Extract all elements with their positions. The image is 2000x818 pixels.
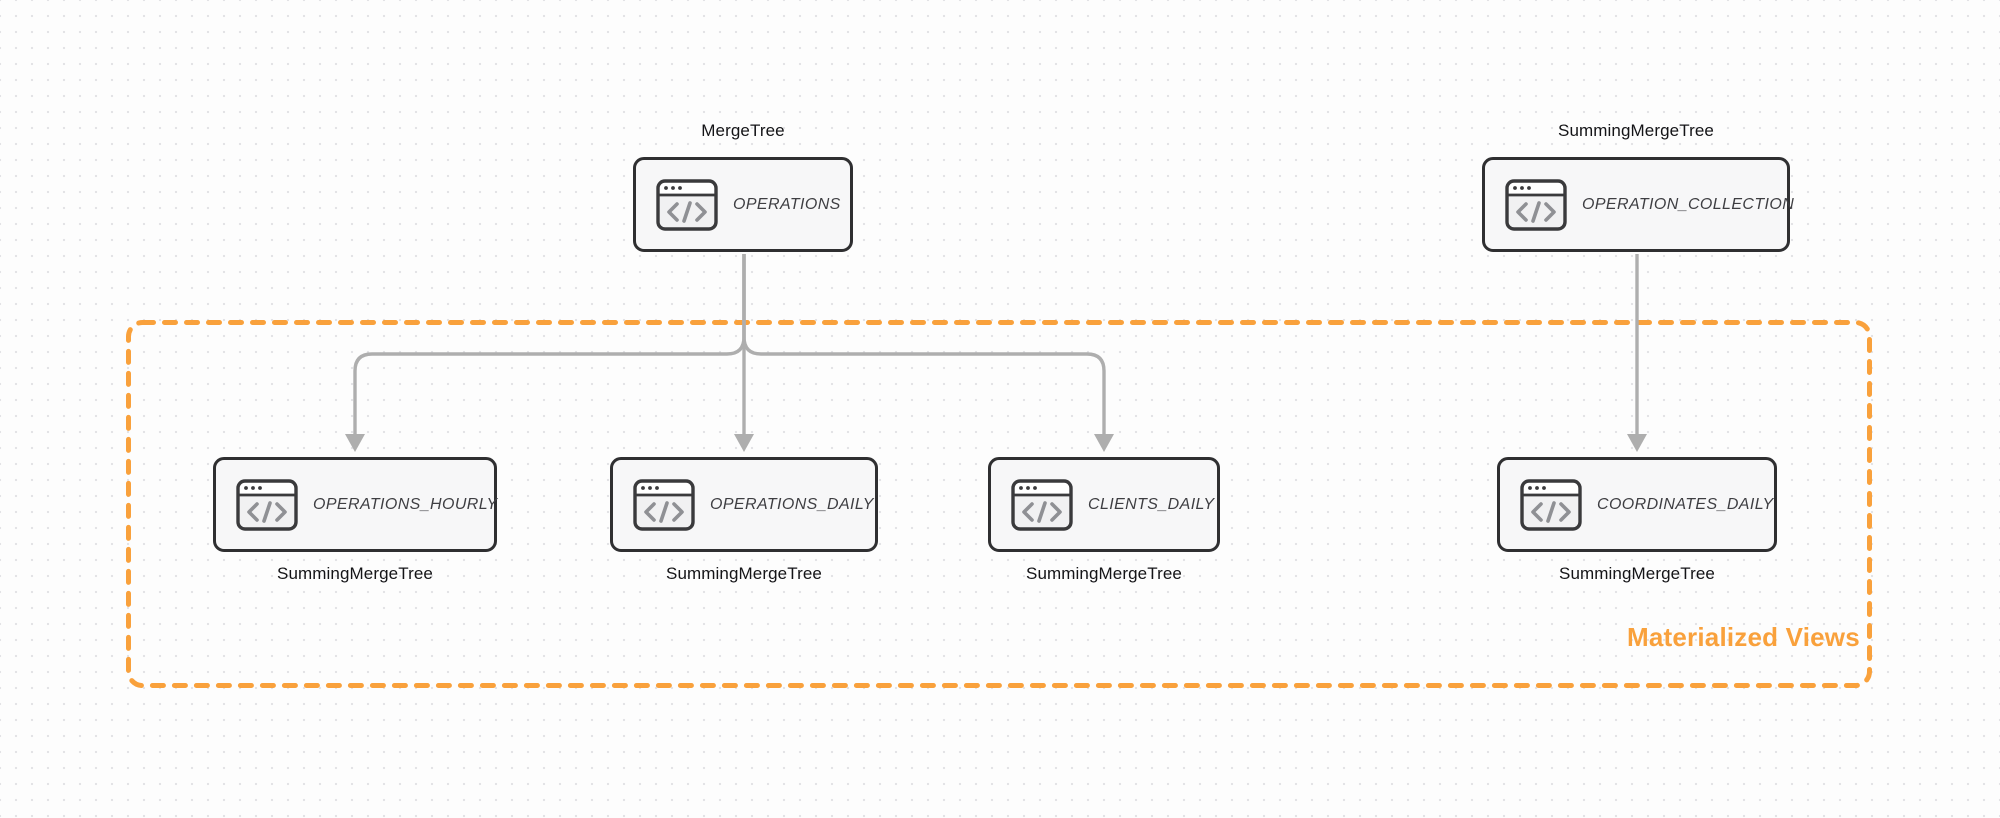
node-operations-box[interactable]: OPERATIONS xyxy=(633,157,853,252)
edge-operations-to-clients-daily xyxy=(742,254,1106,436)
code-window-icon xyxy=(633,478,695,531)
table-name-label: OPERATION_COLLECTION xyxy=(1582,195,1795,213)
node-clients-daily-box[interactable]: CLIENTS_DAILY xyxy=(988,457,1220,552)
table-name-label: OPERATIONS xyxy=(733,195,841,213)
engine-type-label: SummingMergeTree xyxy=(1559,564,1715,583)
engine-type-label: SummingMergeTree xyxy=(277,564,433,583)
node-operation-collection: SummingMergeTree OPERATION_COLLECTION xyxy=(1482,121,1794,252)
node-coordinates-daily: SummingMergeTree COORDINATES_DAILY xyxy=(1497,457,1777,583)
arrowhead-operations-hourly xyxy=(345,434,365,452)
table-name-label: CLIENTS_DAILY xyxy=(1088,495,1215,513)
engine-type-label: MergeTree xyxy=(701,121,785,140)
arrowhead-operations-daily xyxy=(734,434,754,452)
table-name-label: COORDINATES_DAILY xyxy=(1597,495,1774,513)
table-name-label: OPERATIONS_HOURLY xyxy=(313,495,498,513)
code-window-icon xyxy=(1520,478,1582,531)
node-operation-collection-box[interactable]: OPERATION_COLLECTION xyxy=(1482,157,1794,252)
arrowhead-coordinates-daily xyxy=(1627,434,1647,452)
node-operations-daily-box[interactable]: OPERATIONS_DAILY xyxy=(610,457,878,552)
node-operations: MergeTree OPERATIONS xyxy=(633,121,853,252)
arrowhead-clients-daily xyxy=(1094,434,1114,452)
node-operations-hourly-box[interactable]: OPERATIONS_HOURLY xyxy=(213,457,497,552)
engine-type-label: SummingMergeTree xyxy=(666,564,822,583)
code-window-icon xyxy=(1011,478,1073,531)
node-coordinates-daily-box[interactable]: COORDINATES_DAILY xyxy=(1497,457,1777,552)
node-clients-daily: SummingMergeTree CLIENTS_DAILY xyxy=(988,457,1220,583)
code-window-icon xyxy=(1505,178,1567,231)
edge-operations-to-operations-hourly xyxy=(353,254,746,436)
code-window-icon xyxy=(656,178,718,231)
node-operations-daily: SummingMergeTree OPERATIONS_DAILY xyxy=(610,457,878,583)
engine-type-label: SummingMergeTree xyxy=(1026,564,1182,583)
engine-type-label: SummingMergeTree xyxy=(1558,121,1714,140)
node-operations-hourly: SummingMergeTree OPERATIONS_HOURLY xyxy=(213,457,497,583)
table-name-label: OPERATIONS_DAILY xyxy=(710,495,874,513)
code-window-icon xyxy=(236,478,298,531)
materialized-views-label: Materialized Views xyxy=(1627,622,1860,652)
